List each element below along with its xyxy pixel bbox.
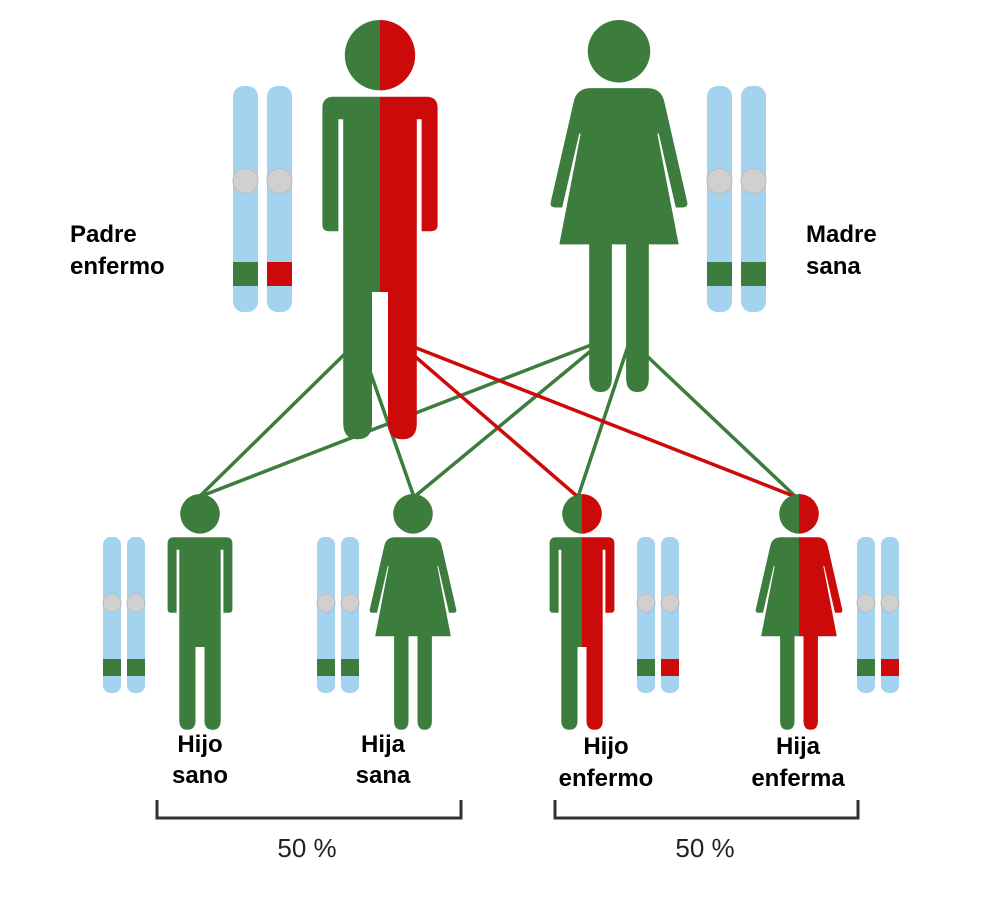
inheritance-line-1 [197,338,361,499]
inheritance-line-5 [576,338,632,499]
child-1-figure-icon-left-half [167,494,201,730]
father-chromosome-a [232,86,259,312]
group-1-percent: 50 % [277,833,336,863]
child-4-chromosome-b [880,537,900,693]
male-figure-icon [322,20,438,440]
child-4-figure-icon [755,494,843,730]
inheritance-line-7 [394,338,580,499]
child-3-figure-icon-left-half [549,494,583,730]
child-1-label-line2: sano [172,762,228,789]
inheritance-line-4 [412,338,606,499]
child-2-figure-icon [369,494,457,730]
father-chromosome-b [266,86,293,312]
child-2-label-line2: sana [356,762,411,789]
child-3-chromosome-a [636,537,656,693]
mother-label-line1: Madre [806,221,877,248]
child-2-chromosome-b [340,537,360,693]
child-4-label-line1: Hija [776,733,821,760]
group-2-percent: 50 % [675,833,734,863]
father-label-line1: Padre [70,221,137,248]
child-4-label-line2: enferma [751,765,845,792]
inheritance-line-6 [628,338,798,499]
child-2-chromosome-a [316,537,336,693]
father-label-line2: enfermo [70,253,165,280]
inheritance-lines [197,338,798,499]
group-2-bracket [553,800,860,820]
child-3-label-line1: Hijo [583,733,628,760]
mother-chromosome-b [740,86,767,312]
child-1-label-line1: Hijo [177,731,222,758]
child-2-label-line1: Hija [361,731,406,758]
child-3-chromosome-b [660,537,680,693]
female-figure-icon [550,20,688,393]
mother-label-line2: sana [806,253,861,280]
child-4-chromosome-a [856,537,876,693]
group-1-bracket [155,800,463,820]
child-3-figure-icon [549,494,615,730]
chromosome-pairs [102,86,900,693]
inheritance-line-8 [394,338,798,499]
child-1-chromosome-b [126,537,146,693]
mother-chromosome-a [706,86,733,312]
child-1-figure-icon [167,494,233,730]
child-1-chromosome-a [102,537,122,693]
male-figure-icon-right-half [380,20,438,440]
child-3-label-line2: enfermo [559,765,654,792]
